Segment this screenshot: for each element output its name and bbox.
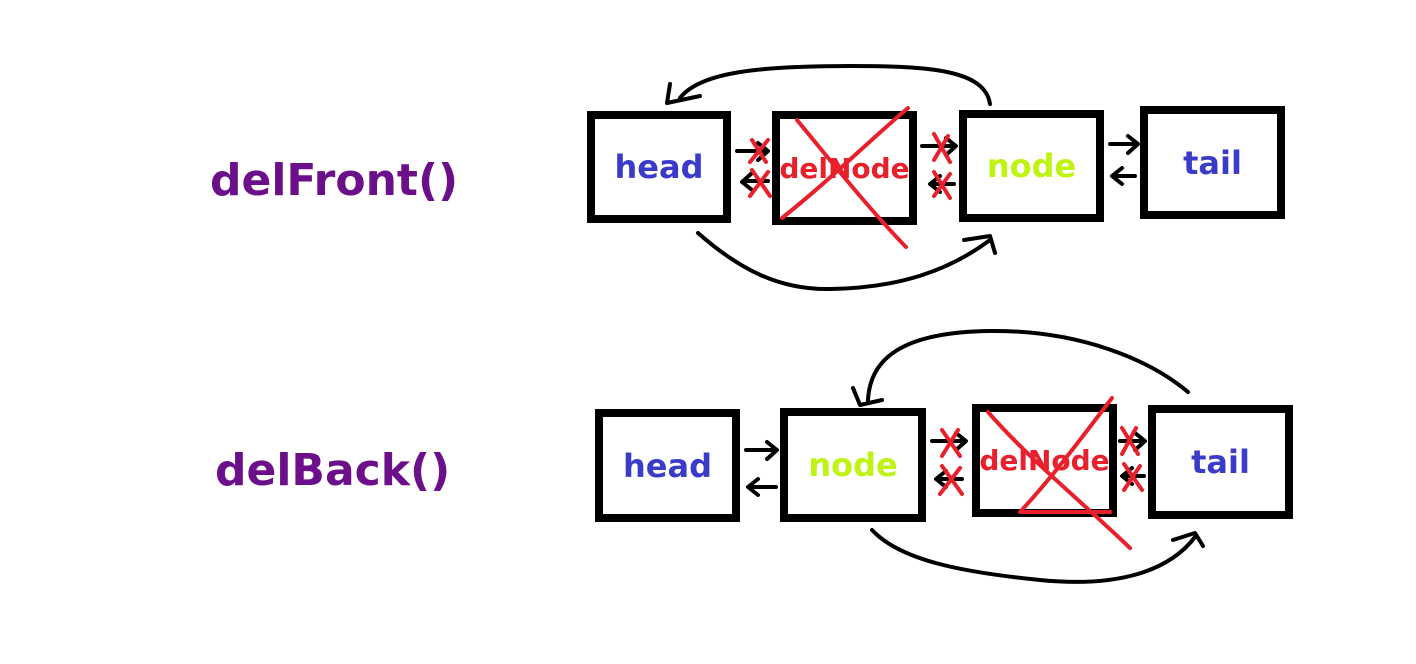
- front-top-curve-arrow: [678, 64, 992, 106]
- back-tail-label: tail: [1191, 443, 1250, 481]
- front-bottom-arrowhead: [962, 234, 997, 255]
- back-link-cross-2: [938, 464, 964, 496]
- back-head-node-next-arrow: [744, 440, 779, 461]
- back-link-cross-3: [1120, 426, 1140, 456]
- front-link-cross-1: [748, 138, 770, 164]
- front-del-node-next-arrow: [920, 136, 958, 157]
- front-node-node: node: [959, 110, 1104, 222]
- front-link-cross-2: [748, 168, 772, 198]
- back-top-arrowhead: [851, 386, 884, 407]
- front-link-cross-3: [932, 132, 952, 164]
- delfront-title: delFront(): [210, 155, 459, 206]
- back-link-cross-1: [940, 428, 962, 458]
- front-head-node: head: [587, 111, 731, 223]
- front-del-head-prev-arrow: [740, 171, 770, 192]
- back-top-curve-arrow: [866, 328, 1190, 402]
- front-tail-node: tail: [1140, 106, 1285, 219]
- front-link-cross-4: [932, 170, 952, 200]
- front-node-tail-next-arrow: [1108, 134, 1140, 155]
- back-head-label: head: [623, 446, 712, 485]
- front-head-label: head: [614, 148, 704, 186]
- back-delnode-cross: [986, 396, 1132, 550]
- front-top-arrowhead: [665, 82, 702, 105]
- back-tail-node: tail: [1148, 405, 1293, 519]
- front-bottom-curve-arrow: [696, 231, 992, 292]
- front-node-label: node: [986, 147, 1077, 185]
- front-tail-label: tail: [1183, 143, 1242, 182]
- delback-title: delBack(): [215, 445, 451, 496]
- back-head-node: head: [595, 409, 740, 522]
- back-node-node: node: [780, 408, 926, 522]
- back-link-cross-4: [1122, 462, 1144, 492]
- back-bottom-curve-arrow: [870, 528, 1197, 584]
- front-tail-node-prev-arrow: [1110, 166, 1137, 186]
- back-node-head-prev-arrow: [746, 477, 778, 497]
- front-delnode-cross: [780, 106, 910, 249]
- back-bottom-arrowhead: [1171, 531, 1205, 548]
- back-node-label: node: [808, 446, 898, 484]
